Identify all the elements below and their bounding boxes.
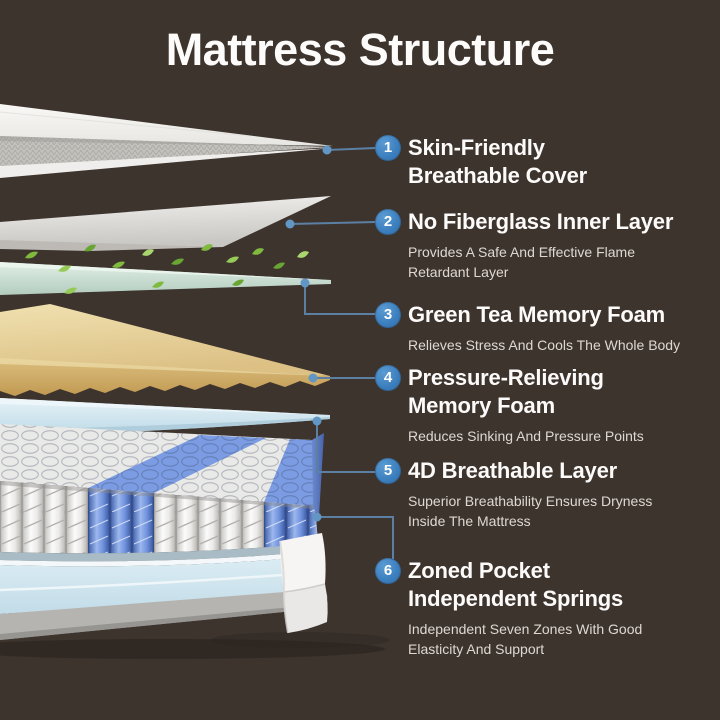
leader-line-2 bbox=[289, 221, 377, 225]
leader-line-3 bbox=[304, 283, 376, 315]
callout-3-heading: Green Tea Memory Foam bbox=[408, 302, 666, 327]
callout-6-number-badge: 6 bbox=[375, 558, 401, 584]
callout-3: 3 Green Tea Memory Foam Relieves Stress … bbox=[375, 301, 680, 355]
callout-2-heading: No Fiberglass Inner Layer bbox=[408, 209, 674, 234]
page-title: Mattress Structure bbox=[165, 24, 555, 75]
callout-4-heading: Pressure-Relieving Memory Foam bbox=[408, 365, 604, 418]
leader-line-6 bbox=[317, 516, 394, 559]
callout-2-number-badge: 2 bbox=[375, 209, 401, 235]
callout-number: 3 bbox=[383, 306, 393, 323]
callout-6-description: Independent Seven Zones With Good Elasti… bbox=[408, 621, 643, 657]
layer-pocket-springs bbox=[0, 424, 324, 554]
callout-2: 2 No Fiberglass Inner Layer Provides A S… bbox=[375, 208, 673, 282]
callout-1: 1 Skin-Friendly Breathable Cover bbox=[375, 134, 587, 190]
leader-line-1 bbox=[326, 147, 377, 151]
callout-5-description: Superior Breathability Ensures Dryness I… bbox=[408, 493, 653, 529]
corner-fabric-wrap bbox=[279, 533, 328, 634]
leader-lines bbox=[289, 147, 394, 559]
layer-no-fiberglass bbox=[0, 196, 331, 251]
callout-5-number-badge: 5 bbox=[375, 458, 401, 484]
callout-5: 5 4D Breathable Layer Superior Breathabi… bbox=[375, 457, 652, 531]
mattress-base bbox=[0, 543, 328, 640]
callout-6-heading: Zoned Pocket Independent Springs bbox=[408, 558, 623, 611]
ground-shadow bbox=[0, 632, 390, 659]
callout-2-description: Provides A Safe And Effective Flame Reta… bbox=[408, 244, 635, 280]
callout-3-number-badge: 3 bbox=[375, 302, 401, 328]
layer-breathable-cover bbox=[0, 104, 333, 178]
callout-4-description: Reduces Sinking And Pressure Points bbox=[408, 428, 644, 444]
callout-number: 5 bbox=[383, 462, 393, 479]
callout-4: 4 Pressure-Relieving Memory Foam Reduces… bbox=[375, 364, 644, 446]
callout-1-number-badge: 1 bbox=[375, 135, 401, 161]
callout-3-description: Relieves Stress And Cools The Whole Body bbox=[408, 337, 681, 353]
layer-memory-foam bbox=[0, 304, 330, 396]
leaf-icons bbox=[25, 244, 309, 294]
callout-number: 4 bbox=[383, 369, 393, 386]
callout-6: 6 Zoned Pocket Independent Springs Indep… bbox=[375, 557, 642, 659]
leader-dots bbox=[285, 145, 332, 522]
callout-number: 2 bbox=[383, 213, 393, 230]
callout-5-heading: 4D Breathable Layer bbox=[408, 458, 617, 483]
callout-number: 1 bbox=[383, 139, 393, 156]
callout-4-number-badge: 4 bbox=[375, 365, 401, 391]
leader-line-5 bbox=[316, 421, 376, 473]
callout-number: 6 bbox=[383, 562, 393, 579]
layer-green-tea bbox=[0, 244, 331, 295]
callout-1-heading: Skin-Friendly Breathable Cover bbox=[408, 135, 587, 188]
